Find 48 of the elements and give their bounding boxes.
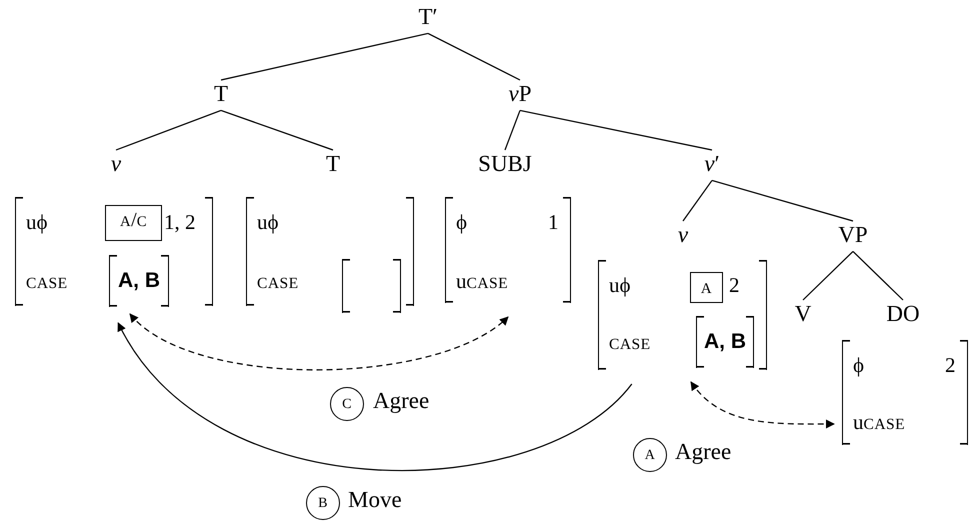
category-label: v′ — [704, 151, 720, 178]
feature-value: 2 — [729, 273, 740, 298]
category-label: VP — [838, 222, 868, 248]
category-label: V — [794, 301, 812, 328]
branch-line — [116, 110, 222, 151]
category-label: T — [214, 81, 228, 108]
feature-value: 1, 2 — [164, 210, 196, 234]
branch-line — [682, 180, 712, 222]
dashed-arrow — [690, 381, 835, 429]
dashed-arrow — [129, 313, 509, 370]
case-value-bracket: A, B — [109, 255, 169, 307]
feature-name: uϕ — [609, 273, 631, 298]
branch-line — [504, 110, 521, 150]
feature-name: ϕ — [853, 353, 864, 378]
branch-line — [220, 32, 428, 81]
boxed-value: A — [690, 272, 723, 303]
branch-line — [852, 251, 904, 300]
operation-label: Agree — [373, 388, 430, 414]
category-label: vP — [508, 81, 532, 108]
feature-name: CASE — [257, 274, 299, 294]
case-value-bracket: A, B — [696, 316, 754, 368]
category-label: DO — [886, 301, 920, 328]
feature-name: ϕ — [456, 210, 468, 234]
circled-letter: B — [306, 486, 340, 520]
curved-arrow — [118, 322, 632, 470]
feature-name: CASE — [609, 335, 651, 354]
category-label: T — [326, 151, 340, 178]
feature-value: 2 — [945, 353, 956, 378]
branch-line — [712, 180, 854, 222]
operation-label: Move — [348, 487, 402, 514]
branch-line — [802, 251, 854, 300]
category-label: v — [110, 151, 122, 178]
category-label: v — [678, 222, 688, 248]
feature-name: uϕ — [26, 210, 48, 234]
circled-letter: A — [633, 438, 667, 472]
feature-name: uϕ — [257, 210, 279, 234]
feature-name: uCASE — [456, 269, 508, 294]
boxed-value: A/C — [105, 205, 162, 241]
category-label: T′ — [418, 4, 438, 30]
circled-letter: C — [330, 387, 364, 421]
feature-value: 1 — [548, 210, 558, 234]
branch-line — [520, 110, 712, 151]
feature-name: uCASE — [853, 410, 906, 434]
branch-line — [428, 32, 520, 81]
feature-name: CASE — [26, 274, 68, 294]
branch-line — [220, 110, 334, 151]
category-label: SUBJ — [478, 151, 532, 178]
operation-label: Agree — [675, 439, 732, 466]
